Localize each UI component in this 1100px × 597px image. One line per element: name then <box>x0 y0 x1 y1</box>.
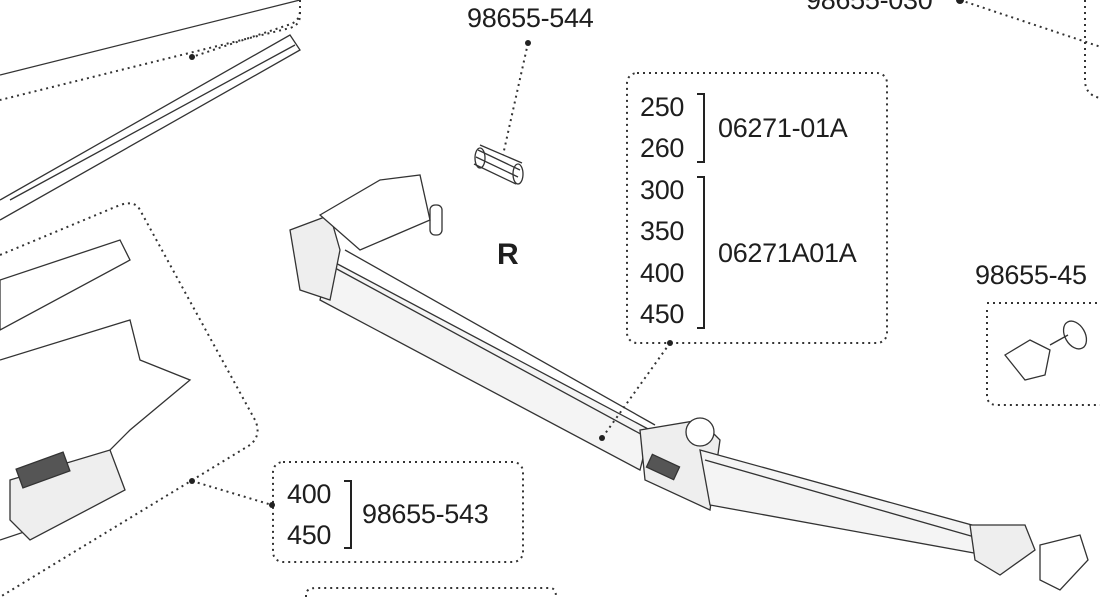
arm-size: 260 <box>640 133 685 163</box>
knob-part-number: 98655-45 <box>975 260 1087 290</box>
rail-profile <box>0 0 301 221</box>
arm-part-number: 06271A01A <box>718 238 857 268</box>
bracket-group-bracket <box>344 480 352 549</box>
arm-size: 350 <box>640 216 685 246</box>
bracket-table-box <box>272 461 524 563</box>
arm-group-1-bracket <box>697 93 705 163</box>
arm-part <box>289 174 1089 591</box>
spring-part-number: 98655-544 <box>467 3 594 33</box>
bracket-size: 450 <box>287 520 332 550</box>
bracket-part <box>0 239 192 541</box>
bracket-part-number: 98655-543 <box>362 499 489 529</box>
arm-table-box <box>626 72 888 344</box>
arm-size: 250 <box>640 92 685 122</box>
knob-part <box>1004 320 1088 381</box>
bracket-size: 400 <box>287 479 332 509</box>
arm-size: 450 <box>640 299 685 329</box>
arm-size: 300 <box>640 175 685 205</box>
arm-part-number: 06271-01A <box>718 113 848 143</box>
arm-group-2-bracket <box>697 176 705 329</box>
spring-part <box>473 144 524 185</box>
arm-size: 400 <box>640 258 685 288</box>
side-marker: R <box>497 238 519 271</box>
top-right-part-number: 98655-030 <box>806 0 933 15</box>
